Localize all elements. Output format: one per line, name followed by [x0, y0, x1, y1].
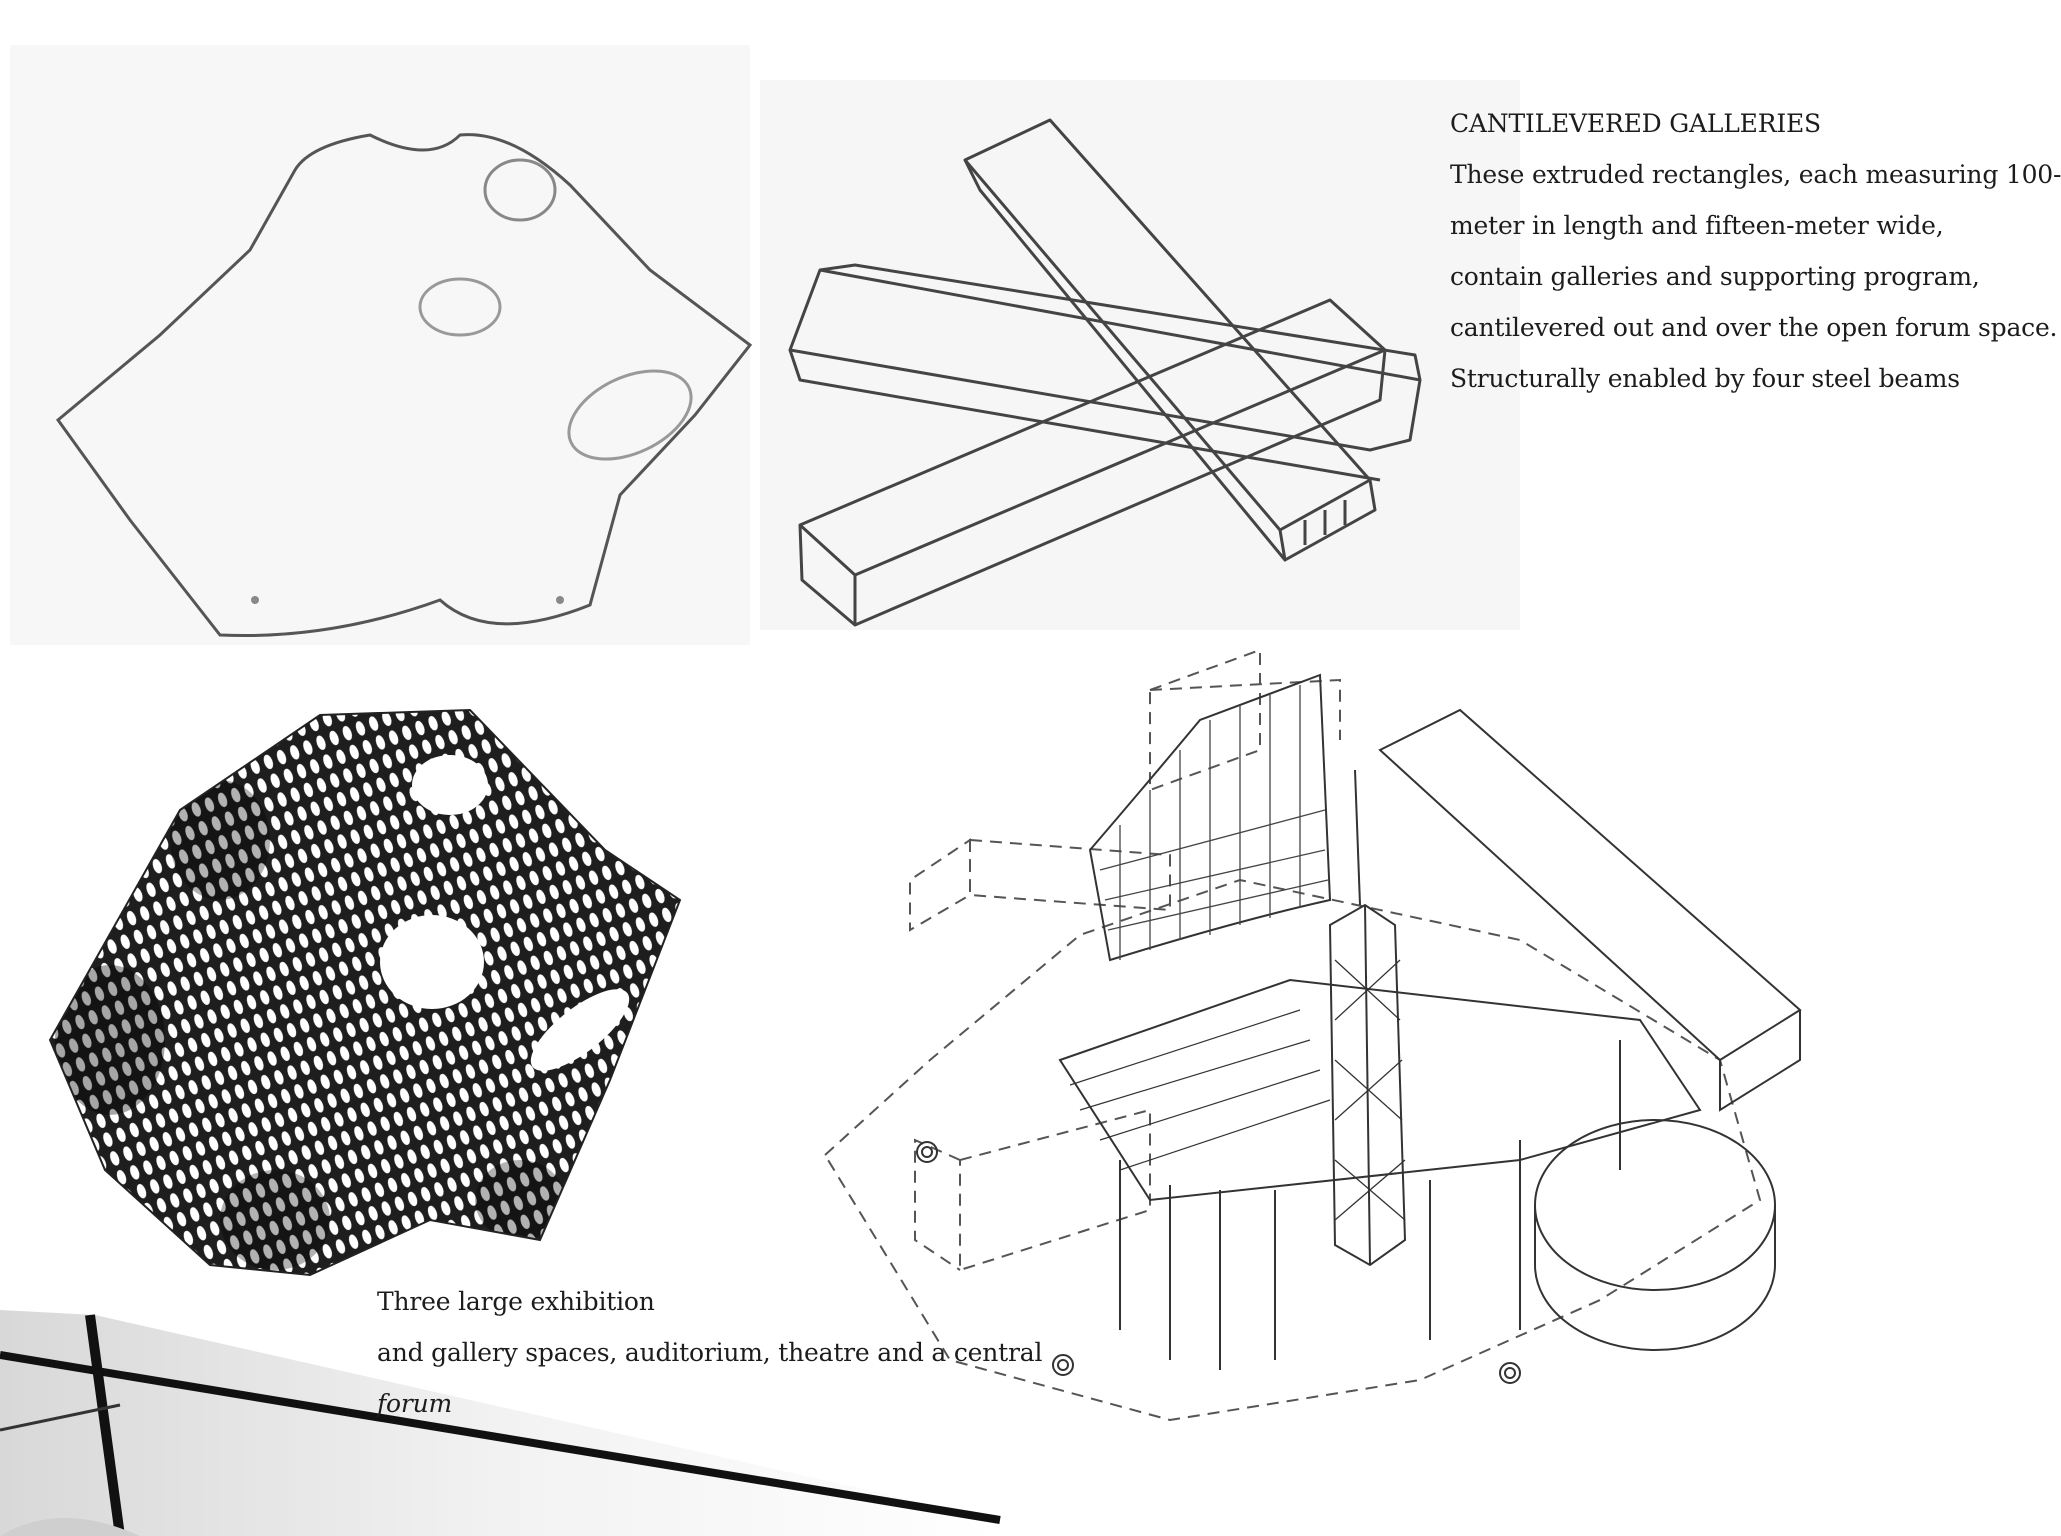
- galleries-line: contain galleries and supporting program…: [1450, 262, 1980, 291]
- galleries-description: CANTILEVERED GALLERIES These extruded re…: [1450, 98, 2061, 404]
- galleries-line: meter in length and fifteen-meter wide,: [1450, 211, 1944, 240]
- corner-photo-fragment: [0, 1310, 1001, 1536]
- exhibition-description: Three large exhibition and gallery space…: [377, 1276, 1042, 1429]
- exhibition-emphasis: forum: [377, 1389, 453, 1418]
- exhibition-line: and gallery spaces, auditorium, theatre …: [377, 1338, 1043, 1367]
- galleries-line: cantilevered out and over the open forum…: [1450, 313, 2058, 342]
- galleries-line: These extruded rectangles, each measurin…: [1450, 160, 2061, 189]
- gallery-beams-sketch: [760, 80, 1520, 630]
- perforated-roof-mesh: [0, 700, 760, 1310]
- roof-outline-sketch: [10, 45, 753, 645]
- galleries-heading: CANTILEVERED GALLERIES: [1450, 109, 1821, 138]
- exhibition-line: Three large exhibition: [377, 1287, 655, 1316]
- galleries-line: Structurally enabled by four steel beams: [1450, 364, 1960, 393]
- axonometric-building-drawing: [820, 640, 1820, 1440]
